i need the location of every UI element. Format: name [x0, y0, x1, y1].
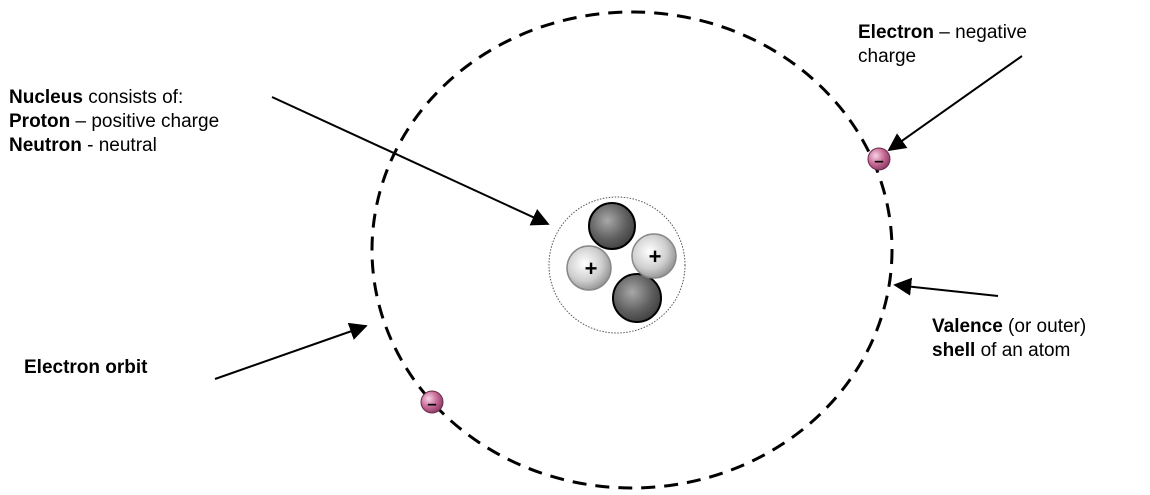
electron-label: Electron – negative charge [858, 21, 1027, 69]
electron-line-2: charge [858, 46, 917, 67]
electron-right [867, 147, 891, 171]
valence-arrow [893, 277, 999, 297]
electron-left-minus-sign: – [427, 394, 436, 413]
nucleus-arrow [271, 96, 550, 226]
electron-right-minus-sign: – [874, 151, 883, 170]
proton-left [566, 245, 612, 291]
electron-left [420, 390, 444, 414]
proton-right-plus-sign: + [649, 244, 662, 269]
neutron-top [588, 202, 636, 250]
electron-arrow [887, 55, 1023, 152]
valence-line-1: Valence (or outer) [932, 316, 1087, 337]
valence-shell-label: Valence (or outer) shell of an atom [932, 315, 1086, 363]
neutron-line: Neutron - neutral [9, 135, 157, 156]
electron-orbit [370, 10, 894, 490]
proton-line: Proton – positive charge [9, 111, 220, 132]
valence-line-2: shell of an atom [932, 340, 1071, 361]
electron-line-1: Electron – negative [858, 22, 1027, 43]
proton-left-plus-sign: + [585, 256, 598, 281]
proton-right [631, 233, 677, 279]
electron-orbit-label: Electron orbit [24, 357, 148, 378]
nucleus-label: Nucleus consists of: Proton – positive c… [9, 86, 219, 158]
neutron-bottom [612, 273, 662, 323]
nucleus-line: Nucleus consists of: [9, 87, 184, 108]
orbit-arrow [214, 322, 368, 380]
